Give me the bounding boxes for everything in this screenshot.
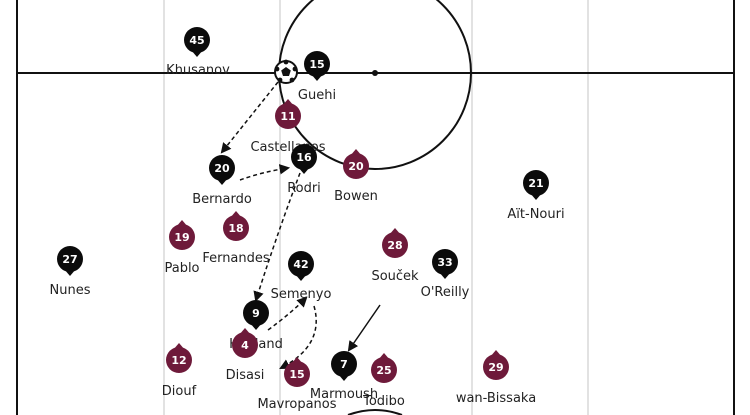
player-marker-diouf: 12 (166, 343, 192, 373)
player-marker-soucek: 28 (382, 228, 408, 258)
pass-arrow (239, 164, 291, 181)
player-marker-haaland: 9 (243, 300, 269, 330)
player-number-ait-nouri: 21 (528, 177, 543, 190)
player-disc (232, 332, 258, 358)
player-marker-bernardo: 20 (209, 155, 235, 185)
player-name-disasi: Disasi (226, 368, 265, 383)
player-number-diouf: 12 (171, 354, 186, 367)
player-disc (483, 354, 509, 380)
player-name-guehi: Guehi (298, 88, 336, 103)
pass-arrows (220, 81, 381, 369)
player-number-fernandes: 18 (228, 222, 243, 235)
player-marker-khusanov: 45 (184, 27, 210, 57)
player-disc (371, 357, 397, 383)
player-disc (523, 170, 549, 196)
player-name-semenyo: Semenyo (271, 287, 332, 302)
player-number-disasi: 4 (241, 339, 249, 352)
player-marker-fernandes: 18 (223, 211, 249, 241)
player-name-diouf: Diouf (162, 384, 197, 399)
pitch-markings (16, 0, 735, 415)
player-number-haaland: 9 (252, 307, 260, 320)
player-name-bernardo: Bernardo (192, 192, 252, 207)
player-disc (284, 361, 310, 387)
player-number-marmoush: 7 (340, 358, 348, 371)
player-marker-guehi: 15 (304, 51, 330, 81)
player-disc (275, 103, 301, 129)
player-number-bowen: 20 (348, 160, 364, 173)
player-disc (304, 51, 330, 77)
player-disc (382, 232, 408, 258)
player-number-nunes: 27 (62, 253, 77, 266)
pass-arrow (253, 172, 301, 303)
player-labels: KhusanovGuehiCastellanosBernardoRodriBow… (50, 63, 565, 412)
player-disc (331, 351, 357, 377)
player-marker-disasi: 4 (232, 328, 258, 358)
player-marker-semenyo: 42 (288, 251, 314, 281)
player-marker-nunes: 27 (57, 246, 83, 276)
player-name-nunes: Nunes (50, 283, 91, 298)
player-marker-bowen: 20 (343, 149, 369, 179)
player-name-rodri: Rodri (287, 181, 321, 196)
player-number-soucek: 28 (387, 239, 402, 252)
player-disc (343, 153, 369, 179)
player-marker-ait-nouri: 21 (523, 170, 549, 200)
player-number-todibo: 25 (376, 364, 391, 377)
run-arrow (347, 304, 381, 352)
player-name-ait-nouri: Aït-Nouri (507, 207, 564, 222)
pass-arrow (220, 81, 279, 154)
player-marker-wan-bissaka: 29 (483, 350, 509, 380)
player-disc (432, 249, 458, 275)
player-disc (209, 155, 235, 181)
player-name-khusanov: Khusanov (166, 63, 230, 78)
player-marker-marmoush: 7 (331, 351, 357, 381)
player-disc (57, 246, 83, 272)
football-icon (274, 59, 298, 84)
player-disc (166, 347, 192, 373)
player-number-guehi: 15 (309, 58, 324, 71)
player-marker-pablo: 19 (169, 220, 195, 250)
players-layer: KhusanovGuehiCastellanosBernardoRodriBow… (50, 27, 565, 412)
player-disc (223, 215, 249, 241)
centre-spot (372, 70, 378, 76)
player-name-marmoush: Marmoush (310, 387, 378, 402)
penalty-arc (347, 409, 403, 415)
pass-arrow (267, 296, 308, 331)
player-name-soucek: Souček (371, 269, 419, 284)
player-number-semenyo: 42 (293, 258, 308, 271)
player-name-mavropanos: Mavropanos (257, 397, 336, 412)
player-disc (169, 224, 195, 250)
player-number-bernardo: 20 (214, 162, 230, 175)
player-marker-rodri: 16 (291, 144, 317, 174)
player-marker-oreilly: 33 (432, 249, 458, 279)
player-marker-todibo: 25 (371, 353, 397, 383)
player-marker-castellanos: 11 (275, 99, 301, 129)
player-number-rodri: 16 (296, 151, 312, 164)
player-disc (291, 144, 317, 170)
player-number-castellanos: 11 (280, 110, 295, 123)
player-disc (288, 251, 314, 277)
player-number-wan-bissaka: 29 (488, 361, 503, 374)
player-name-bowen: Bowen (334, 189, 378, 204)
player-name-oreilly: O'Reilly (421, 285, 470, 300)
player-name-todibo: Todibo (362, 394, 405, 409)
player-number-oreilly: 33 (437, 256, 452, 269)
player-name-wan-bissaka: wan-Bissaka (456, 391, 536, 406)
player-marker-mavropanos: 15 (284, 357, 310, 387)
player-disc (184, 27, 210, 53)
player-markers: 45 15 11 20 16 20 21 19 18 27 28 33 42 9 4 12 7 15 25 29 (57, 27, 549, 387)
player-disc (243, 300, 269, 326)
player-number-mavropanos: 15 (289, 368, 304, 381)
player-number-khusanov: 45 (189, 34, 204, 47)
player-number-pablo: 19 (174, 231, 189, 244)
player-name-pablo: Pablo (164, 261, 199, 276)
player-name-fernandes: Fernandes (202, 251, 270, 266)
pass-arrow (279, 305, 317, 369)
